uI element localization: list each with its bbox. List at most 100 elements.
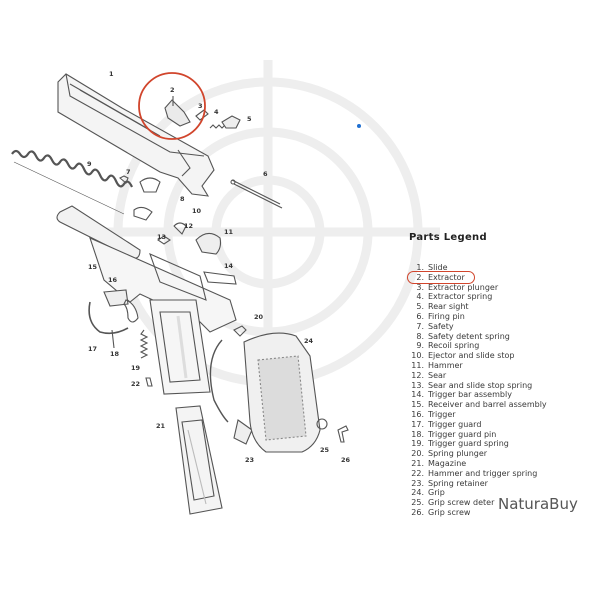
legend-item-number: 10.: [411, 351, 424, 361]
legend-item-label: Safety detent spring: [428, 331, 510, 341]
callout-7: 7: [126, 168, 131, 176]
frame-grip: [149, 299, 211, 395]
legend-item-label: Trigger guard spring: [428, 439, 509, 449]
legend-item-label: Hammer: [428, 360, 463, 370]
legend-item-label: Spring plunger: [428, 449, 488, 459]
legend-item-number: 13.: [411, 380, 424, 390]
legend-item-label: Grip screw: [428, 507, 471, 517]
legend-item: 19. Trigger guard spring: [409, 439, 599, 449]
legend-item-number: 5.: [416, 302, 424, 312]
blue-dot: [357, 124, 361, 128]
naturabuy-watermark: NaturaBuy: [496, 495, 580, 513]
callout-8: 8: [180, 195, 185, 203]
extractor-plunger-spring: [195, 109, 229, 129]
legend-item-label: Extractor spring: [428, 292, 493, 302]
callout-5: 5: [247, 115, 252, 123]
callout-9: 9: [87, 160, 92, 168]
legend-item: 15.Receiver and barrel assembly: [409, 400, 599, 410]
legend-item-number: 18.: [411, 429, 424, 439]
legend-item-number: 21.: [411, 458, 424, 468]
legend-item-label: Extractor: [428, 272, 465, 282]
legend-item-number: 7.: [416, 321, 424, 331]
callout-14: 14: [224, 262, 234, 270]
callout-15: 15: [88, 263, 98, 271]
legend-item-number: 20.: [411, 449, 424, 459]
pin-part: [145, 377, 153, 387]
guard-pin-spring: [111, 329, 149, 359]
legend-item-number: 23.: [411, 478, 424, 488]
hammer-part: [157, 222, 222, 255]
callout-20: 20: [254, 313, 264, 321]
legend-item-number: 1.: [416, 263, 424, 272]
legend-item-label: Slide: [428, 263, 448, 272]
legend-item-number: 22.: [411, 468, 424, 478]
legend-item-label: Ejector and slide stop: [428, 351, 515, 361]
legend-item-label: Extractor plunger: [428, 282, 499, 292]
callout-26: 26: [341, 456, 351, 464]
legend-item-number: 14.: [411, 390, 424, 400]
legend-item: 25.Grip screw deter: [409, 498, 599, 508]
legend-item-label: Safety: [428, 321, 454, 331]
legend-item: 1. Slide: [409, 263, 599, 273]
callout-17: 17: [88, 345, 98, 353]
legend-item: 9.Recoil spring: [409, 341, 599, 351]
magazine-part: [175, 405, 223, 515]
legend-item-label: Trigger guard: [428, 419, 482, 429]
legend-list: 1. Slide 2. Extractor 3. Extractor plunger 4. E…: [407, 263, 599, 518]
hammer-spring-part: [209, 325, 253, 445]
callout-11: 11: [224, 228, 234, 236]
legend-item: 22. Hammer and trigger spring: [409, 469, 599, 479]
callout-10: 10: [192, 207, 202, 215]
legend-item: 17. Trigger guard: [409, 420, 599, 430]
callout-19: 19: [131, 364, 141, 372]
legend-item-number: 2.: [416, 272, 424, 282]
callout-4: 4: [214, 108, 219, 116]
legend-item-number: 17.: [411, 419, 424, 429]
extractor-part: [164, 96, 191, 127]
receiver-barrel-part: [56, 205, 237, 333]
legend-item: 5.Rear sight: [409, 302, 599, 312]
legend-item: 16. Trigger: [409, 410, 599, 420]
legend-item-label: Trigger: [428, 409, 456, 419]
legend-item-label: Hammer and trigger spring: [428, 468, 538, 478]
legend-item: 21.Magazine: [409, 459, 599, 469]
legend-item-number: 16.: [411, 409, 424, 419]
legend-item: 6.Firing pin: [409, 312, 599, 322]
legend-item-label: Sear: [428, 370, 447, 380]
callout-16: 16: [108, 276, 118, 284]
firing-pin-part: [230, 179, 283, 209]
legend-item-label: Receiver and barrel assembly: [428, 400, 547, 410]
extractor-highlight-circle: [138, 72, 206, 140]
legend-item-number: 3.: [416, 282, 424, 292]
legend-item: 20. Spring plunger: [409, 449, 599, 459]
legend-item-number: 19.: [411, 439, 424, 449]
legend-item: 13.Sear and slide stop spring: [409, 381, 599, 391]
callout-6: 6: [263, 170, 268, 178]
legend-item: 3. Extractor plunger: [409, 283, 599, 293]
legend-item: 24.Grip: [409, 488, 599, 498]
legend-item-number: 8.: [416, 331, 424, 341]
legend-item: 23. Spring retainer: [409, 479, 599, 489]
legend-item-number: 26.: [411, 507, 424, 517]
legend-item-number: 4.: [416, 292, 424, 302]
legend-item: 8. Safety detent spring: [409, 332, 599, 342]
legend-item: 7. Safety: [409, 322, 599, 332]
legend-item: 11.Hammer: [409, 361, 599, 371]
legend-item-label: Spring retainer: [428, 478, 488, 488]
legend-item: 4. Extractor spring: [409, 292, 599, 302]
rear-sight-part: [221, 115, 241, 129]
callout-18: 18: [110, 350, 120, 358]
trigger-bar-part: [203, 271, 237, 285]
legend-item: 2. Extractor: [407, 270, 599, 284]
legend-item-number: 6.: [416, 311, 424, 321]
legend-item: 10. Ejector and slide stop: [409, 351, 599, 361]
legend-item-number: 24.: [411, 488, 424, 498]
legend-item-number: 12.: [411, 370, 424, 380]
legend-item-label: Trigger guard pin: [428, 429, 497, 439]
legend-item-number: 9.: [416, 341, 424, 351]
callout-2: 2: [170, 86, 175, 94]
callout-12: 12: [184, 222, 194, 230]
callout-23: 23: [245, 456, 255, 464]
